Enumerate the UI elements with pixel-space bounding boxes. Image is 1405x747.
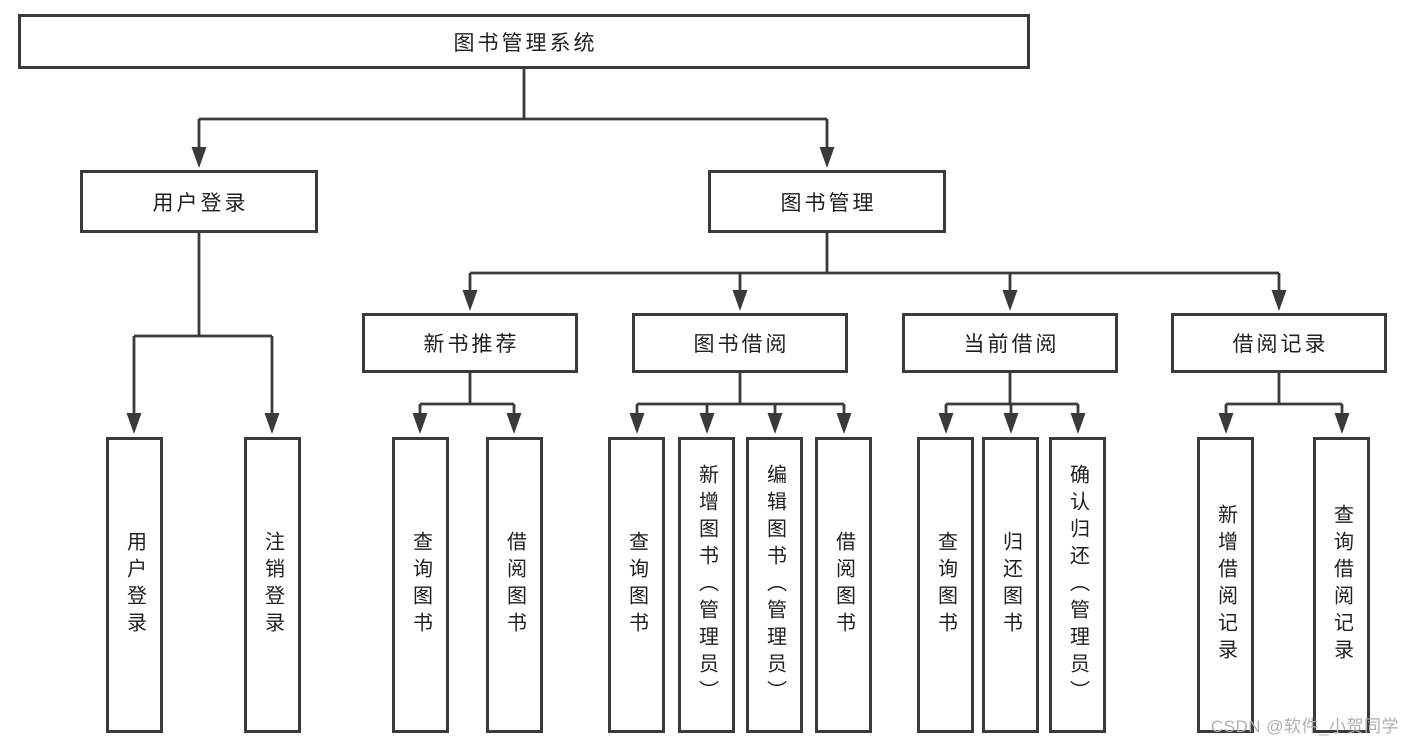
node-book-borrowing: 图书借阅 bbox=[632, 313, 848, 373]
leaf-nbr-query-book: 查询图书 bbox=[392, 437, 449, 733]
node-new-book-recommend: 新书推荐 bbox=[362, 313, 578, 373]
node-user-login: 用户登录 bbox=[80, 170, 318, 233]
leaf-cb-confirm-return-admin: 确认归还（管理员） bbox=[1049, 437, 1106, 733]
leaf-nbr-borrow-book: 借阅图书 bbox=[486, 437, 543, 733]
node-book-management: 图书管理 bbox=[708, 170, 946, 233]
leaf-br-add-record: 新增借阅记录 bbox=[1197, 437, 1254, 733]
leaf-user-login: 用户登录 bbox=[106, 437, 163, 733]
leaf-bb-add-book-admin: 新增图书（管理员） bbox=[678, 437, 735, 733]
leaf-br-query-record: 查询借阅记录 bbox=[1313, 437, 1370, 733]
leaf-bb-query-book: 查询图书 bbox=[608, 437, 665, 733]
node-root: 图书管理系统 bbox=[18, 14, 1030, 69]
watermark: CSDN @软件_小贺同学 bbox=[1210, 717, 1399, 736]
leaf-bb-edit-book-admin: 编辑图书（管理员） bbox=[746, 437, 803, 733]
leaf-cb-query-book: 查询图书 bbox=[917, 437, 974, 733]
leaf-cb-return-book: 归还图书 bbox=[982, 437, 1039, 733]
node-current-borrowing: 当前借阅 bbox=[902, 313, 1118, 373]
leaf-logout: 注销登录 bbox=[244, 437, 301, 733]
node-borrow-records: 借阅记录 bbox=[1171, 313, 1387, 373]
leaf-bb-borrow-book: 借阅图书 bbox=[815, 437, 872, 733]
